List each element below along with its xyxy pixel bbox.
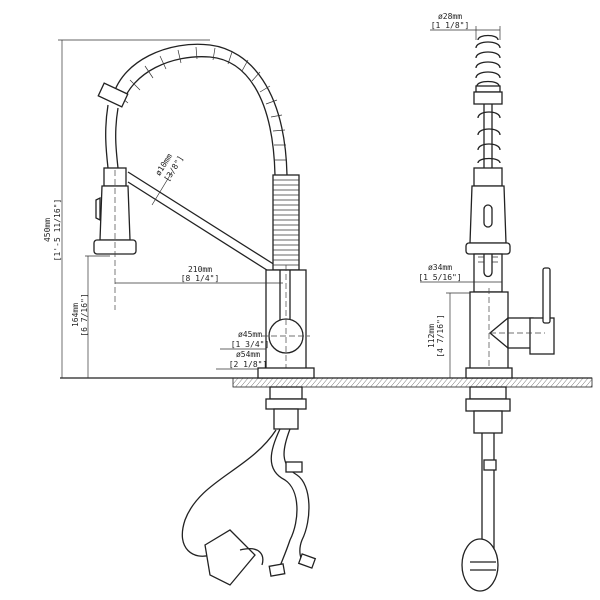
dim-handle-diameter: ø45mm [1 3/4"] [220,330,270,350]
dim-base-diameter: ø54mm [2 1/8"] [216,350,268,370]
dim-spout-height: 164mm [6 7/16"] [71,255,110,378]
handle-diameter-in: [1 3/4"] [231,340,270,349]
base-diameter-mm: ø54mm [236,350,260,359]
spray-diameter-in: [1 1/8"] [431,21,470,30]
dim-reach: 210mm [8 1/4"] [115,265,283,284]
spout-height-in: [6 7/16"] [80,293,89,336]
front-view-faucet [461,34,555,592]
hose-clip [285,461,303,473]
spring-column [272,174,300,271]
handle-lever [542,267,551,324]
reach-mm: 210mm [188,265,212,274]
side-view-faucet [93,43,317,586]
dim-body-height: 112mm [4 7/16"] [427,292,470,378]
base-diameter-in: [2 1/8"] [229,360,268,369]
dim-overall-height: 450mm [1'-5 11/16"] [43,39,210,378]
dim-neck-diameter: ø34mm [1 5/16"] [418,263,502,283]
neck-diameter-in: [1 5/16"] [418,273,461,282]
hose-weight-front [461,538,499,592]
spout-height-mm: 164mm [71,303,80,327]
neck-diameter-mm: ø34mm [428,263,452,272]
body-height-in: [4 7/16"] [436,314,445,357]
body-height-mm: 112mm [427,324,436,348]
handle-side [529,317,555,355]
overall-height-mm: 450mm [43,218,52,242]
dim-spray-diameter: ø28mm [1 1/8"] [430,12,501,40]
countertop [60,377,593,388]
overall-height-in: [1'-5 11/16"] [53,199,62,262]
spray-diameter-mm: ø28mm [438,12,462,21]
hose-weight [204,529,256,586]
reach-in: [8 1/4"] [181,274,220,283]
handle-diameter-mm: ø45mm [238,330,262,339]
